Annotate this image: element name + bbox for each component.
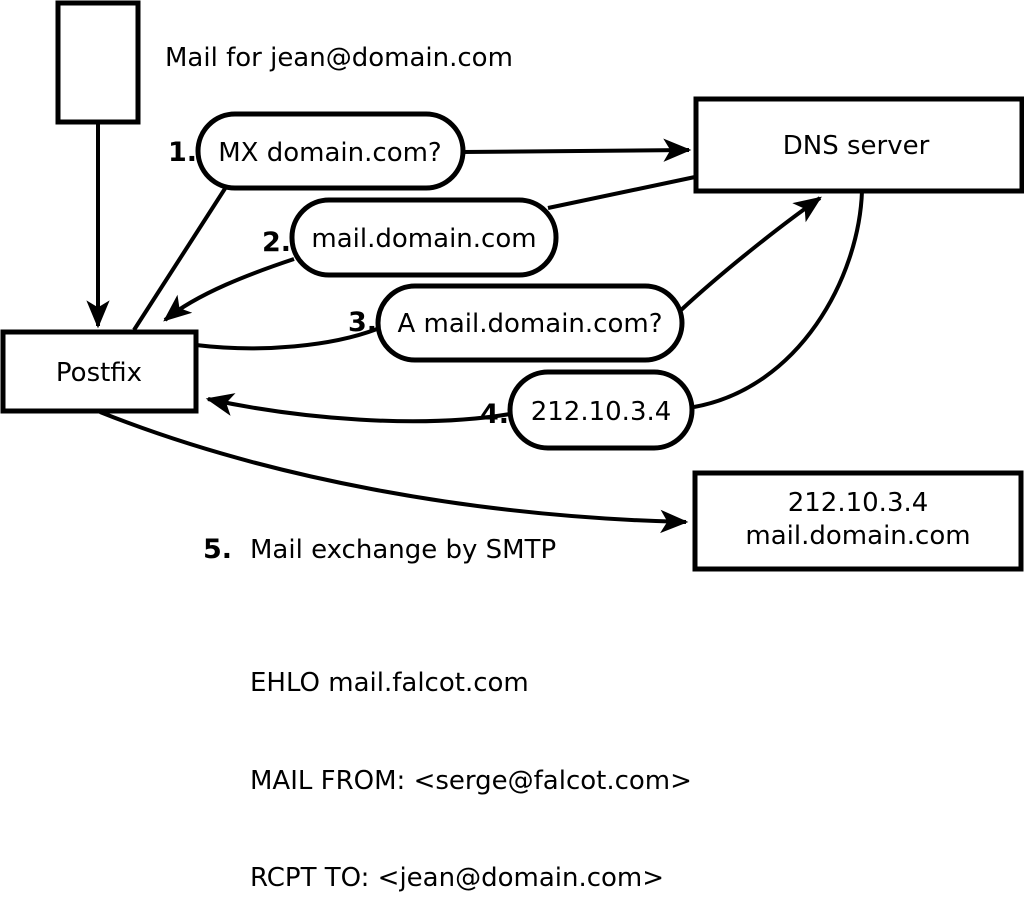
line-postfix-to-query1 — [132, 185, 228, 332]
arrow-reply2-to-postfix — [163, 257, 295, 322]
step3-number: 3. — [348, 307, 377, 338]
smtp-line: RCPT TO: <jean@domain.com> — [250, 863, 665, 893]
query3-pill — [375, 283, 685, 363]
arrow-query3-to-dns — [678, 196, 822, 313]
step1-number: 1. — [168, 137, 197, 168]
query1-pill — [195, 111, 466, 191]
arrow-query1-to-dns — [461, 138, 692, 162]
mail-server-node — [692, 470, 1024, 572]
arrow-postfix-to-mailserver — [99, 410, 689, 534]
line-dns-to-reply4 — [693, 190, 864, 409]
reply4-pill — [507, 369, 695, 451]
reply4-label: 212.10.3.4 — [531, 397, 672, 427]
mail-server-ip-label: 212.10.3.4 — [788, 488, 929, 518]
arrow-reply4-to-postfix — [205, 393, 511, 424]
smtp-line: EHLO mail.falcot.com — [250, 668, 529, 698]
query1-label: MX domain.com? — [218, 138, 441, 168]
line-postfix-to-query3 — [195, 327, 378, 351]
reply2-pill — [289, 197, 559, 278]
query3-label: A mail.domain.com? — [398, 309, 663, 339]
postfix-label: Postfix — [56, 358, 142, 388]
step4-number: 4. — [480, 399, 509, 430]
smtp-transcript: EHLO mail.falcot.com MAIL FROM: <serge@f… — [250, 602, 692, 919]
step2-number: 2. — [262, 227, 291, 258]
smtp-line: MAIL FROM: <serge@falcot.com> — [250, 765, 692, 796]
dns-server-node — [693, 96, 1024, 194]
step5-label: Mail exchange by SMTP — [250, 535, 556, 565]
mail-for-label: Mail for jean@domain.com — [165, 43, 513, 73]
mail-server-host-label: mail.domain.com — [745, 521, 970, 551]
postfix-node — [0, 329, 199, 414]
envelope-node — [55, 0, 141, 125]
line-dns-to-reply2 — [547, 175, 696, 210]
reply2-label: mail.domain.com — [311, 224, 536, 254]
step5-number: 5. — [203, 534, 232, 565]
dns-server-label: DNS server — [783, 131, 930, 161]
